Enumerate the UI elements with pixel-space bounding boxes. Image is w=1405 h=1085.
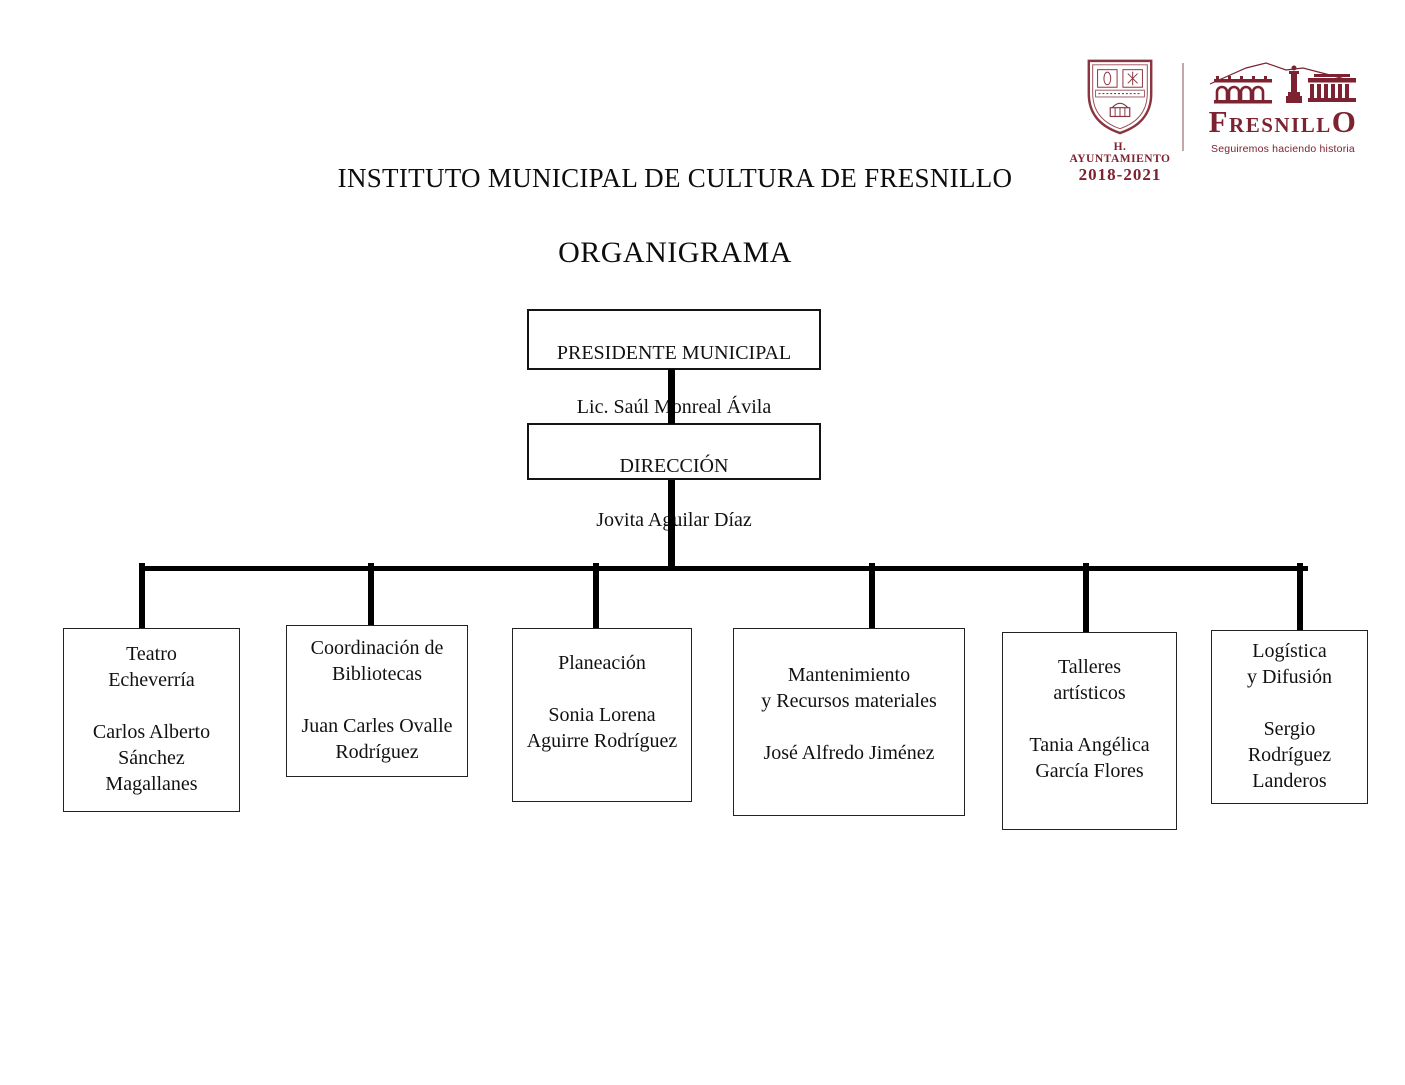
wordmark-middle: RESNILL: [1229, 113, 1332, 137]
node-role: PRESIDENTE MUNICIPAL: [556, 342, 792, 364]
unit-role: Talleres artísticos: [1053, 656, 1126, 704]
unit-person: Tania Angélica García Flores: [1029, 734, 1150, 782]
ayuntamiento-logo: H. AYUNTAMIENTO 2018-2021: [1062, 57, 1178, 185]
connector-president-direction: [668, 369, 675, 424]
unit-person: Sonia Lorena Aguirre Rodríguez: [526, 704, 678, 752]
org-box-teatro-echeverria: Teatro Echeverría Carlos Alberto Sánchez…: [63, 628, 240, 812]
unit-role: Logística y Difusión: [1247, 640, 1332, 688]
unit-role: Mantenimiento y Recursos materiales: [761, 664, 937, 712]
unit-role: Coordinación de Bibliotecas: [310, 637, 444, 685]
fresnillo-logo: FRESNILLO Seguiremos haciendo historia: [1194, 60, 1372, 155]
org-box-direccion: DIRECCIÓN Jovita Aguilar Díaz: [527, 423, 821, 531]
unit-person: José Alfredo Jiménez: [763, 742, 935, 764]
unit-role: Planeación: [558, 652, 646, 674]
connector-direction-trunk: [668, 480, 675, 567]
connector-drop-logistica: [1297, 563, 1303, 631]
org-box-presidente-municipal: PRESIDENTE MUNICIPAL Lic. Saúl Monreal Á…: [527, 309, 821, 418]
unit-role: Teatro Echeverría: [108, 643, 195, 691]
node-person: Jovita Aguilar Díaz: [596, 509, 752, 531]
wordmark-initial: F: [1208, 104, 1230, 139]
node-role: DIRECCIÓN: [619, 455, 729, 477]
org-box-talleres-artisticos: Talleres artísticos Tania Angélica Garcí…: [1002, 632, 1177, 830]
page-subtitle: ORGANIGRAMA: [558, 236, 792, 269]
connector-drop-bibliotecas: [368, 563, 374, 626]
crest-shield-icon: [1087, 59, 1153, 135]
page-title: INSTITUTO MUNICIPAL DE CULTURA DE FRESNI…: [337, 163, 1013, 193]
org-box-coordinacion-bibliotecas: Coordinación de Bibliotecas Juan Carles …: [286, 625, 468, 777]
unit-person: Sergio Rodríguez Landeros: [1247, 718, 1332, 792]
ayuntamiento-label: H. AYUNTAMIENTO: [1069, 141, 1171, 165]
org-box-mantenimiento-recursos: Mantenimiento y Recursos materiales José…: [733, 628, 965, 816]
fresnillo-tagline: Seguiremos haciendo historia: [1211, 143, 1355, 155]
connector-drop-mantenimiento: [869, 563, 875, 629]
org-box-logistica-difusion: Logística y Difusión Sergio Rodríguez La…: [1211, 630, 1368, 804]
monument-icon: [1209, 62, 1357, 104]
fresnillo-wordmark: FRESNILLO: [1194, 104, 1372, 143]
unit-person: Carlos Alberto Sánchez Magallanes: [92, 721, 211, 795]
wordmark-final: O: [1331, 104, 1358, 139]
node-person: Lic. Saúl Monreal Ávila: [576, 396, 772, 418]
connector-drop-planeacion: [593, 563, 599, 629]
connector-horizontal-trunk: [140, 566, 1308, 571]
connector-drop-talleres: [1083, 563, 1089, 633]
unit-person: Juan Carles Ovalle Rodríguez: [301, 715, 453, 763]
connector-drop-teatro: [139, 563, 145, 629]
ayuntamiento-term: 2018-2021: [1078, 165, 1162, 184]
logo-divider: [1182, 63, 1184, 151]
org-box-planeacion: Planeación Sonia Lorena Aguirre Rodrígue…: [512, 628, 692, 802]
